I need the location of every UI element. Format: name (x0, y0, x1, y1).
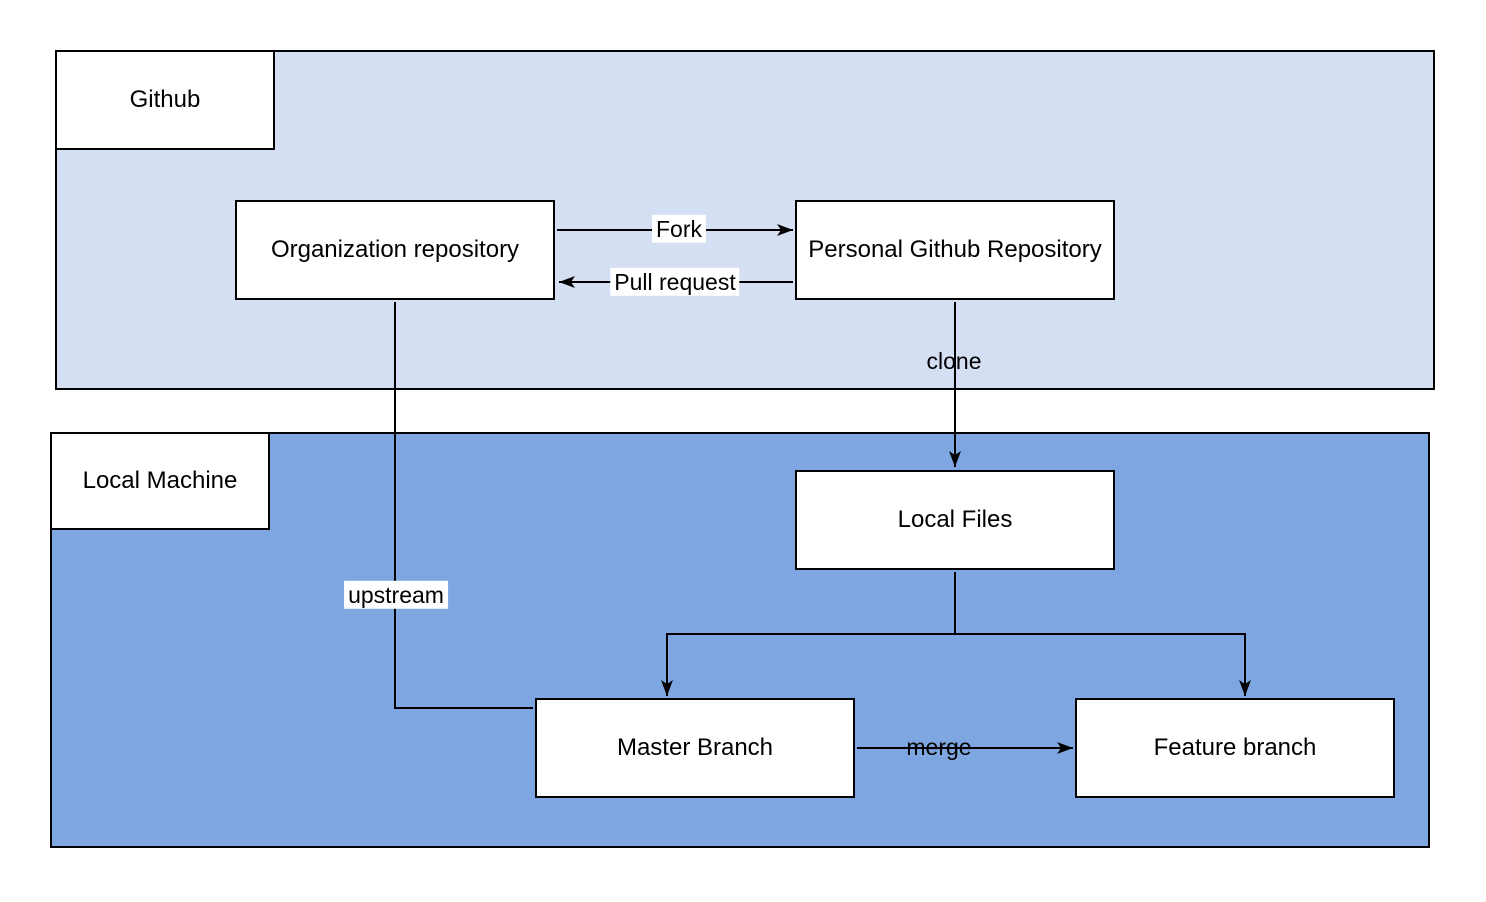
edge-label-fork: Fork (652, 214, 706, 244)
github-container-label: Github (55, 50, 275, 150)
edge-label-merge: merge (906, 733, 972, 760)
local-machine-container-label: Local Machine (50, 432, 270, 530)
upstream-line (394, 302, 533, 709)
node-local-files: Local Files (795, 470, 1115, 570)
edge-label-upstream: upstream (344, 580, 448, 610)
node-organization-repository: Organization repository (235, 200, 555, 300)
node-personal-github-repository: Personal Github Repository (795, 200, 1115, 300)
node-feature-branch: Feature branch (1075, 698, 1395, 798)
local-files-to-feature-arrow (955, 633, 1251, 696)
node-master-branch: Master Branch (535, 698, 855, 798)
local-files-to-master-arrow (661, 633, 955, 696)
edge-label-pull-request: Pull request (610, 267, 740, 297)
edge-label-clone: clone (926, 347, 982, 374)
